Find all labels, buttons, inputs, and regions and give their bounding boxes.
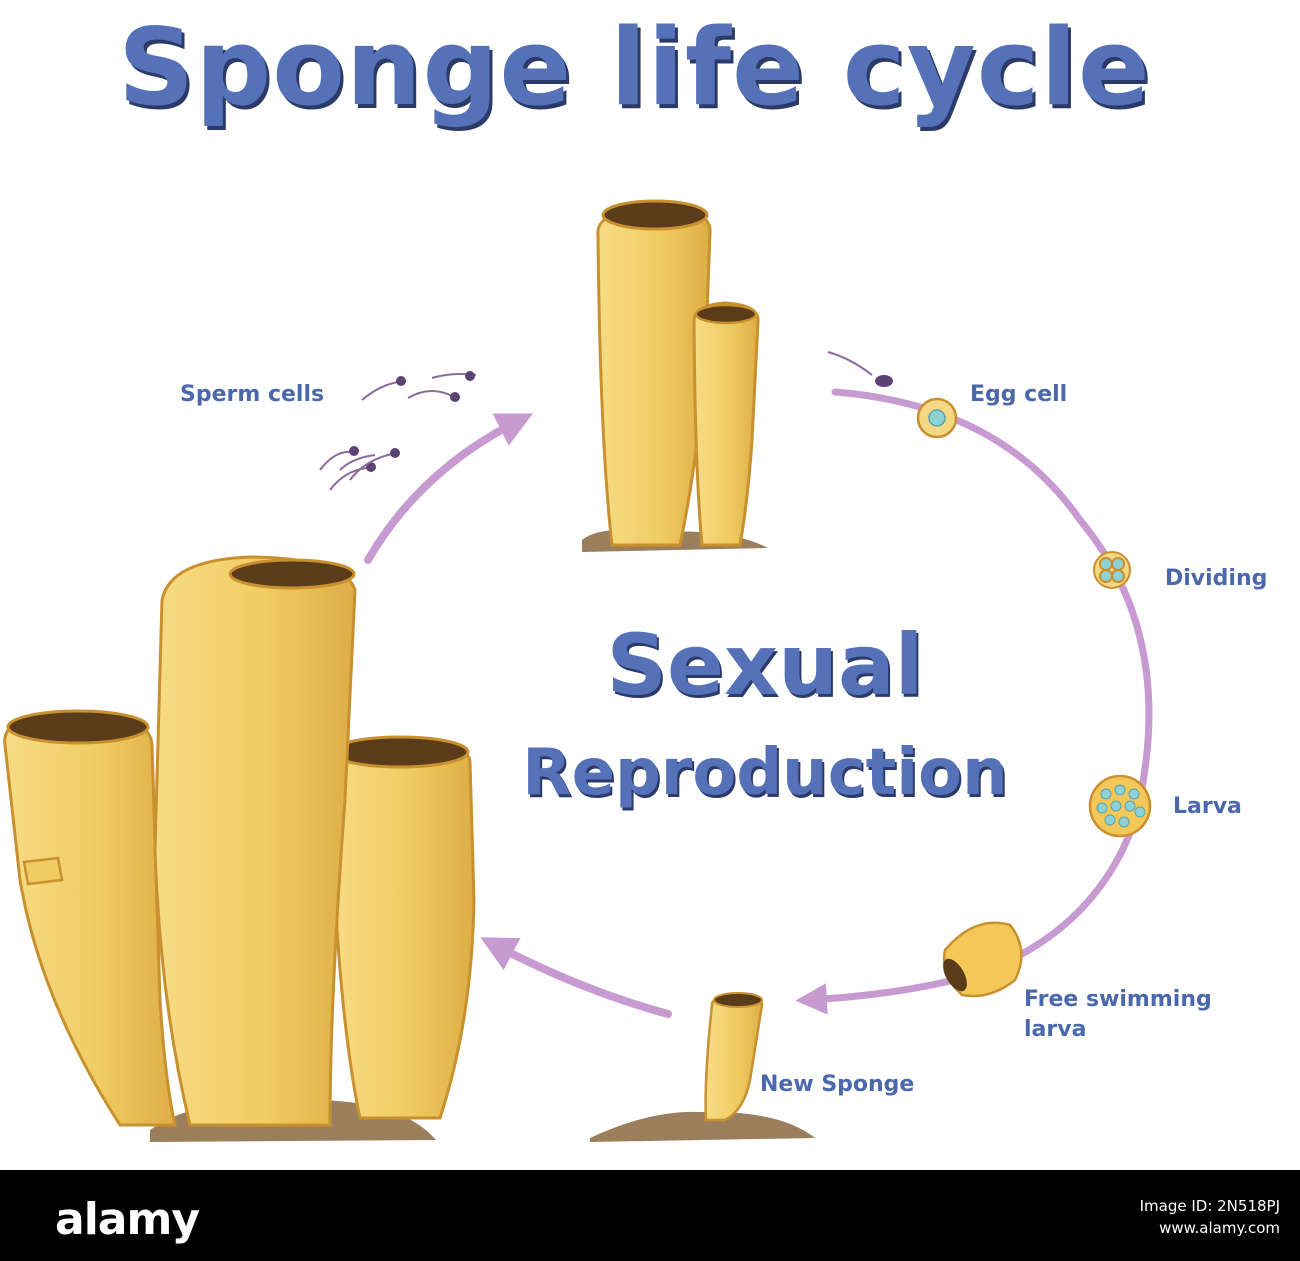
label-larva: Larva <box>1173 794 1242 819</box>
label-new-sponge: New Sponge <box>760 1072 915 1097</box>
center-title-line1: Sexual <box>606 616 924 714</box>
label-sperm-cells: Sperm cells <box>180 382 325 407</box>
footer-bar <box>0 1170 1300 1261</box>
adult-sponge-illustration <box>3 555 476 1142</box>
footer-image-id: Image ID: 2N518PJ www.alamy.com <box>1140 1196 1280 1240</box>
larva-icon <box>1088 774 1152 838</box>
sperm-approaching-egg-icon <box>827 351 893 387</box>
label-free-swimming-larva: Free swimming larva <box>1024 985 1212 1044</box>
center-title-line2: Reproduction <box>522 736 1008 810</box>
top-sponge-illustration <box>582 199 768 552</box>
label-free-swimming-line1: Free swimming <box>1024 987 1212 1012</box>
egg-cell-icon <box>916 397 958 439</box>
label-dividing: Dividing <box>1165 566 1268 591</box>
arrow-to-top-sponge <box>364 413 533 564</box>
sperm-cells-icon <box>319 371 477 491</box>
footer-logo: alamy <box>55 1194 200 1245</box>
label-free-swimming-line2: larva <box>1024 1016 1087 1042</box>
new-sponge-illustration <box>590 992 815 1142</box>
arrow-egg-to-larva <box>831 388 1153 969</box>
footer-url-line: www.alamy.com <box>1159 1218 1280 1237</box>
free-swimming-larva-icon <box>942 921 1023 998</box>
page-title: Sponge life cycle <box>118 6 1151 129</box>
footer-id-line: Image ID: 2N518PJ <box>1139 1197 1280 1215</box>
dividing-cell-icon <box>1093 551 1131 589</box>
arrow-to-adult-sponge <box>480 937 672 1018</box>
label-egg-cell: Egg cell <box>970 382 1068 407</box>
